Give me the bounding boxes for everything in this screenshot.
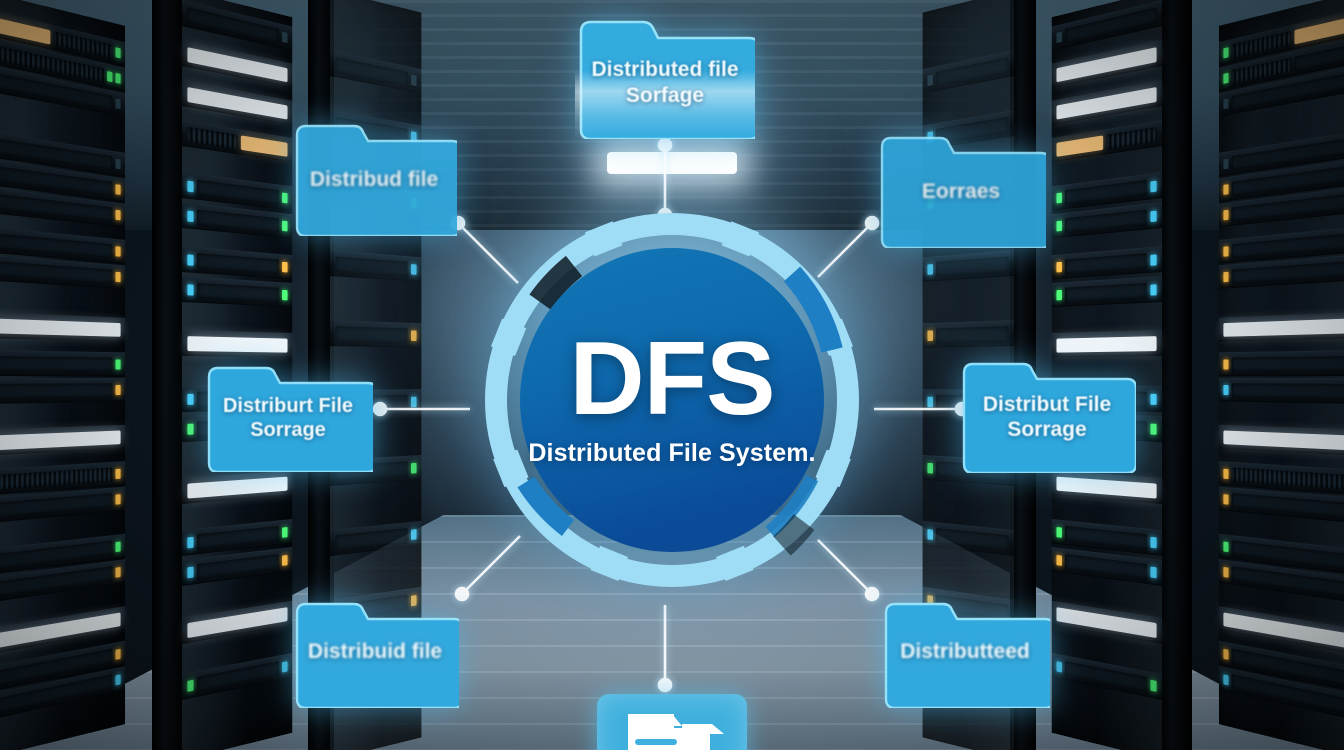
document-folder-icon xyxy=(628,714,724,750)
hub-disc xyxy=(520,248,824,552)
rack-gap-right xyxy=(1158,0,1192,750)
hub-gear-ring xyxy=(485,213,859,587)
node-top-left[interactable]: Distribud file xyxy=(291,118,457,236)
rack-gap-left xyxy=(152,0,186,750)
node-top-center[interactable]: Distributed file Sorfage xyxy=(575,14,755,139)
node-bottom-right[interactable]: Distributteed xyxy=(880,596,1050,708)
node-middle-right[interactable]: Distribut File Sorrage xyxy=(958,355,1136,473)
node-middle-left[interactable]: Distriburt File Sorrage xyxy=(203,360,373,472)
dfs-hub: DFS Distributed File System. xyxy=(482,210,862,590)
node-top-right[interactable]: Eorraes xyxy=(876,130,1046,248)
ceiling-light-near xyxy=(607,152,737,174)
server-rack-left-outer xyxy=(0,0,126,750)
node-bottom-left[interactable]: Distribuid file xyxy=(291,596,459,708)
node-bottom-center[interactable] xyxy=(597,694,747,750)
server-rack-right-outer xyxy=(1218,0,1344,750)
